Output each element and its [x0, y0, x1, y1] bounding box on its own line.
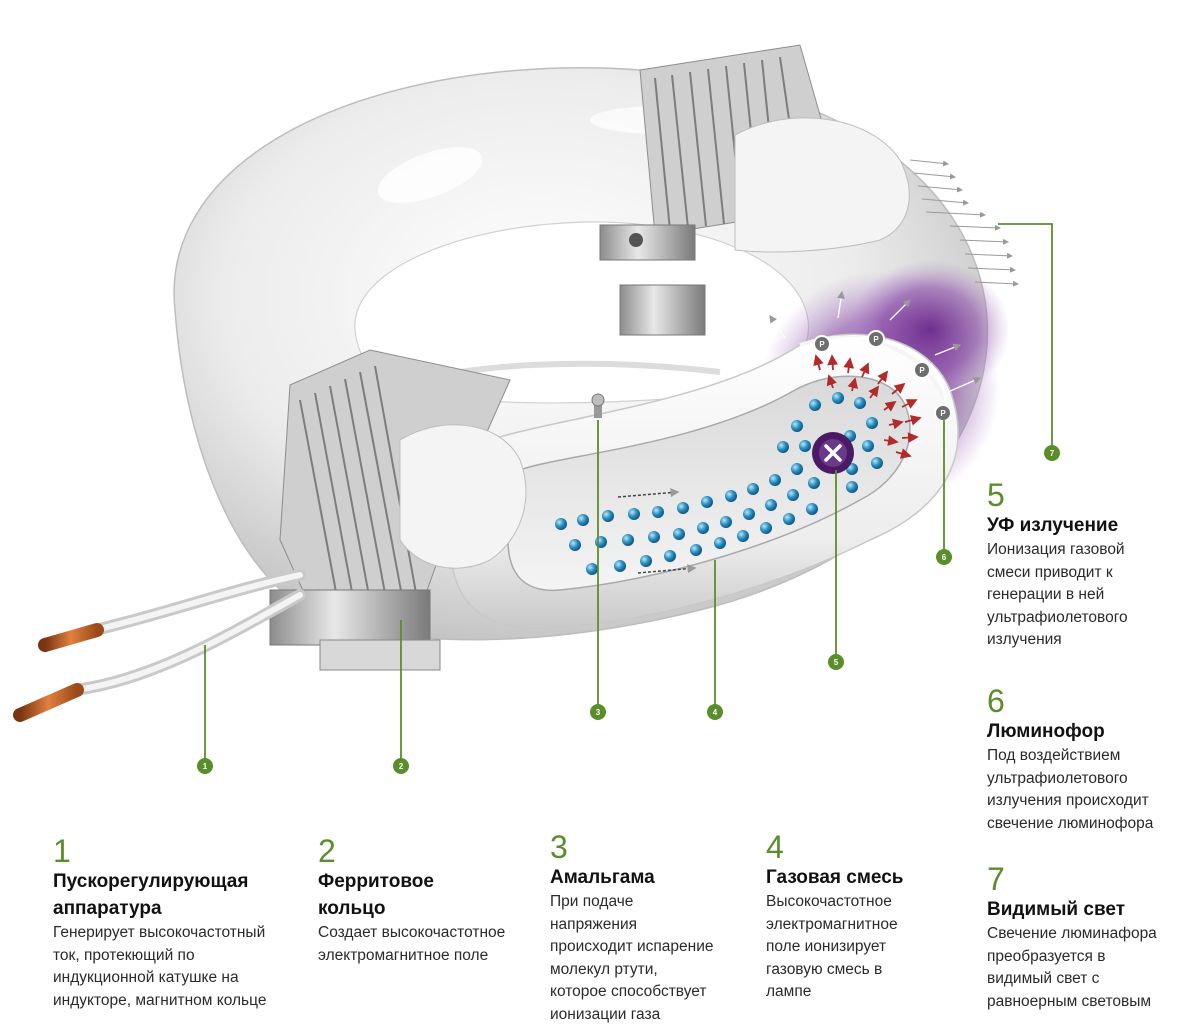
marker-5: 5	[828, 654, 844, 670]
description-title: УФ излучение	[987, 515, 1119, 536]
ferrite-core-left	[269, 349, 527, 671]
description-title: Ферритовое кольцо	[318, 871, 434, 919]
phosphor-badge: P	[913, 361, 931, 379]
description-7: 7 Видимый свет Свечение люминафора преоб…	[987, 862, 1192, 1013]
description-text: Создает высокочастотное электромагнитное…	[318, 924, 506, 964]
description-title: Видимый свет	[987, 899, 1126, 920]
marker-2: 2	[393, 758, 409, 774]
svg-text:P: P	[819, 340, 825, 349]
visible-light-arrows	[909, 159, 1019, 287]
description-5: 5 УФ излучение Ионизация газовой смеси п…	[987, 478, 1192, 652]
phosphor-badges: P P P P	[813, 330, 952, 422]
marker-4: 4	[707, 704, 723, 720]
description-text: При подаче напряжения происходит испарен…	[550, 893, 714, 1023]
svg-text:6: 6	[942, 553, 947, 562]
description-2: 2 Ферритовое кольцо Создает высокочастот…	[318, 834, 528, 967]
marker-7: 7	[1044, 445, 1060, 461]
description-number: 7	[987, 861, 1005, 897]
svg-text:3: 3	[596, 708, 601, 717]
description-text: Ионизация газовой смеси приводит к генер…	[987, 541, 1128, 648]
svg-text:2: 2	[399, 762, 404, 771]
description-text: Под воздействием ультрафиолетового излуч…	[987, 747, 1154, 832]
svg-text:4: 4	[713, 708, 718, 717]
light-rays	[769, 290, 982, 393]
description-4: 4 Газовая смесь Высокочастотное электром…	[766, 830, 966, 1004]
marker-3: 3	[590, 704, 606, 720]
description-3: 3 Амальгама При подаче напряжения происх…	[550, 830, 740, 1026]
description-text: Высокочастотное электромагнитное поле ио…	[766, 893, 898, 1000]
marker-6: 6	[936, 549, 952, 565]
description-title: Пускорегулирующая аппаратура	[53, 871, 249, 919]
svg-text:7: 7	[1050, 449, 1055, 458]
uv-radiation-arrows	[813, 354, 922, 459]
leader-lines	[204, 223, 1053, 760]
marker-1: 1	[197, 758, 213, 774]
description-number: 4	[766, 829, 784, 865]
gas-molecules	[555, 392, 883, 575]
description-text: Генерирует высокочастотный ток, протекющ…	[53, 924, 267, 1009]
description-1: 1 Пускорегулирующая аппаратура Генерируе…	[53, 834, 293, 1012]
description-number: 5	[987, 477, 1005, 513]
amalgam-pin	[591, 393, 605, 418]
phosphor-badge: P	[934, 404, 952, 422]
phosphor-badge: P	[867, 330, 885, 348]
description-title: Газовая смесь	[766, 867, 904, 888]
cutaway-section	[448, 333, 959, 629]
description-number: 1	[53, 833, 71, 869]
svg-text:P: P	[919, 366, 925, 375]
description-number: 6	[987, 683, 1005, 719]
ferrite-core-top	[599, 44, 910, 336]
gas-flow-arrows	[617, 488, 697, 574]
svg-text:P: P	[940, 409, 946, 418]
svg-text:P: P	[873, 335, 879, 344]
phosphor-layer	[799, 336, 948, 415]
description-title: Амальгама	[550, 867, 655, 888]
description-number: 3	[550, 829, 568, 865]
description-number: 2	[318, 833, 336, 869]
svg-text:5: 5	[834, 658, 839, 667]
power-cables	[13, 569, 306, 722]
description-text: Свечение люминафора преобразуется в види…	[987, 925, 1157, 1010]
description-6: 6 Люминофор Под воздействием ультрафиоле…	[987, 684, 1192, 835]
ionized-atom-icon	[812, 432, 854, 474]
phosphor-badge: P	[813, 335, 831, 353]
description-title: Люминофор	[987, 721, 1105, 742]
svg-text:1: 1	[203, 762, 208, 771]
